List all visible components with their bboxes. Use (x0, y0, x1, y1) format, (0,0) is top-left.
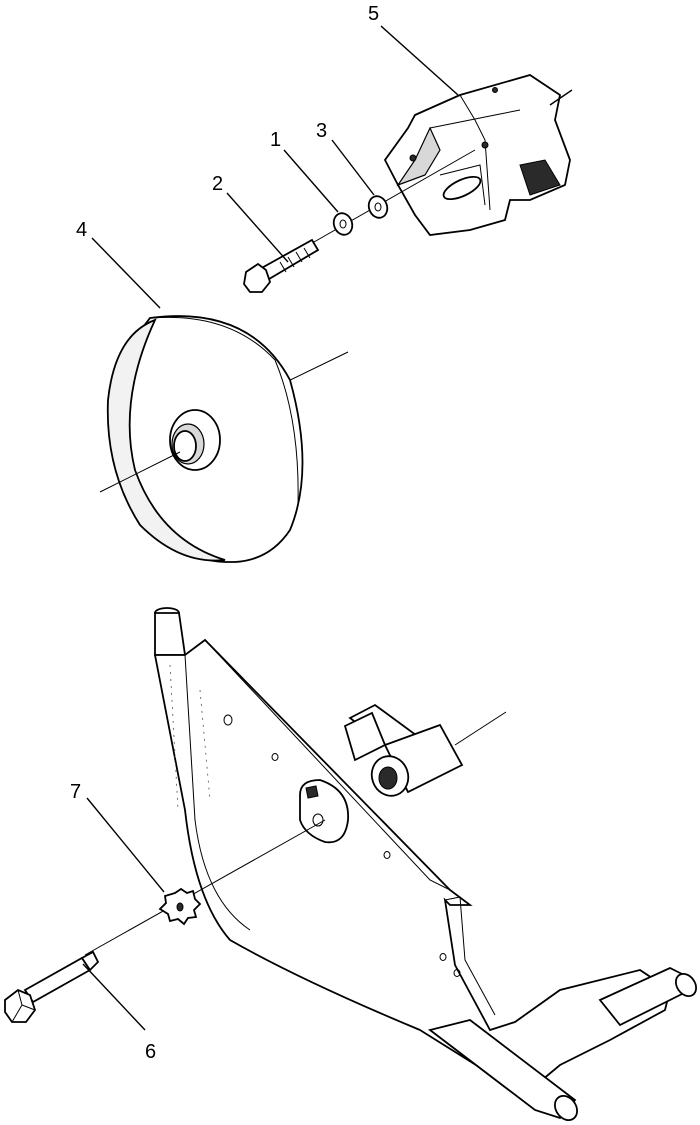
bracket-housing-part (383, 74, 573, 236)
callout-1: 1 (270, 129, 281, 151)
star-washer-part (158, 887, 202, 926)
frame-part (153, 607, 697, 1121)
bolt-bottom-part (4, 950, 100, 1023)
axis-line-top (299, 149, 476, 251)
callout-5: 5 (368, 3, 379, 25)
bolt-top-part (243, 238, 320, 293)
axis-line-bottom (84, 819, 326, 956)
sleeve-bushing-part (343, 703, 507, 797)
callout-3: 3 (316, 120, 327, 142)
callout-6: 6 (145, 1041, 156, 1063)
flat-washer-part (332, 212, 354, 236)
leader-lines (82, 25, 459, 1031)
lock-washer-part (367, 195, 389, 219)
disc-sheave-part (99, 315, 349, 563)
callout-2: 2 (212, 173, 223, 195)
callout-4: 4 (76, 219, 87, 241)
callout-7: 7 (70, 781, 81, 803)
